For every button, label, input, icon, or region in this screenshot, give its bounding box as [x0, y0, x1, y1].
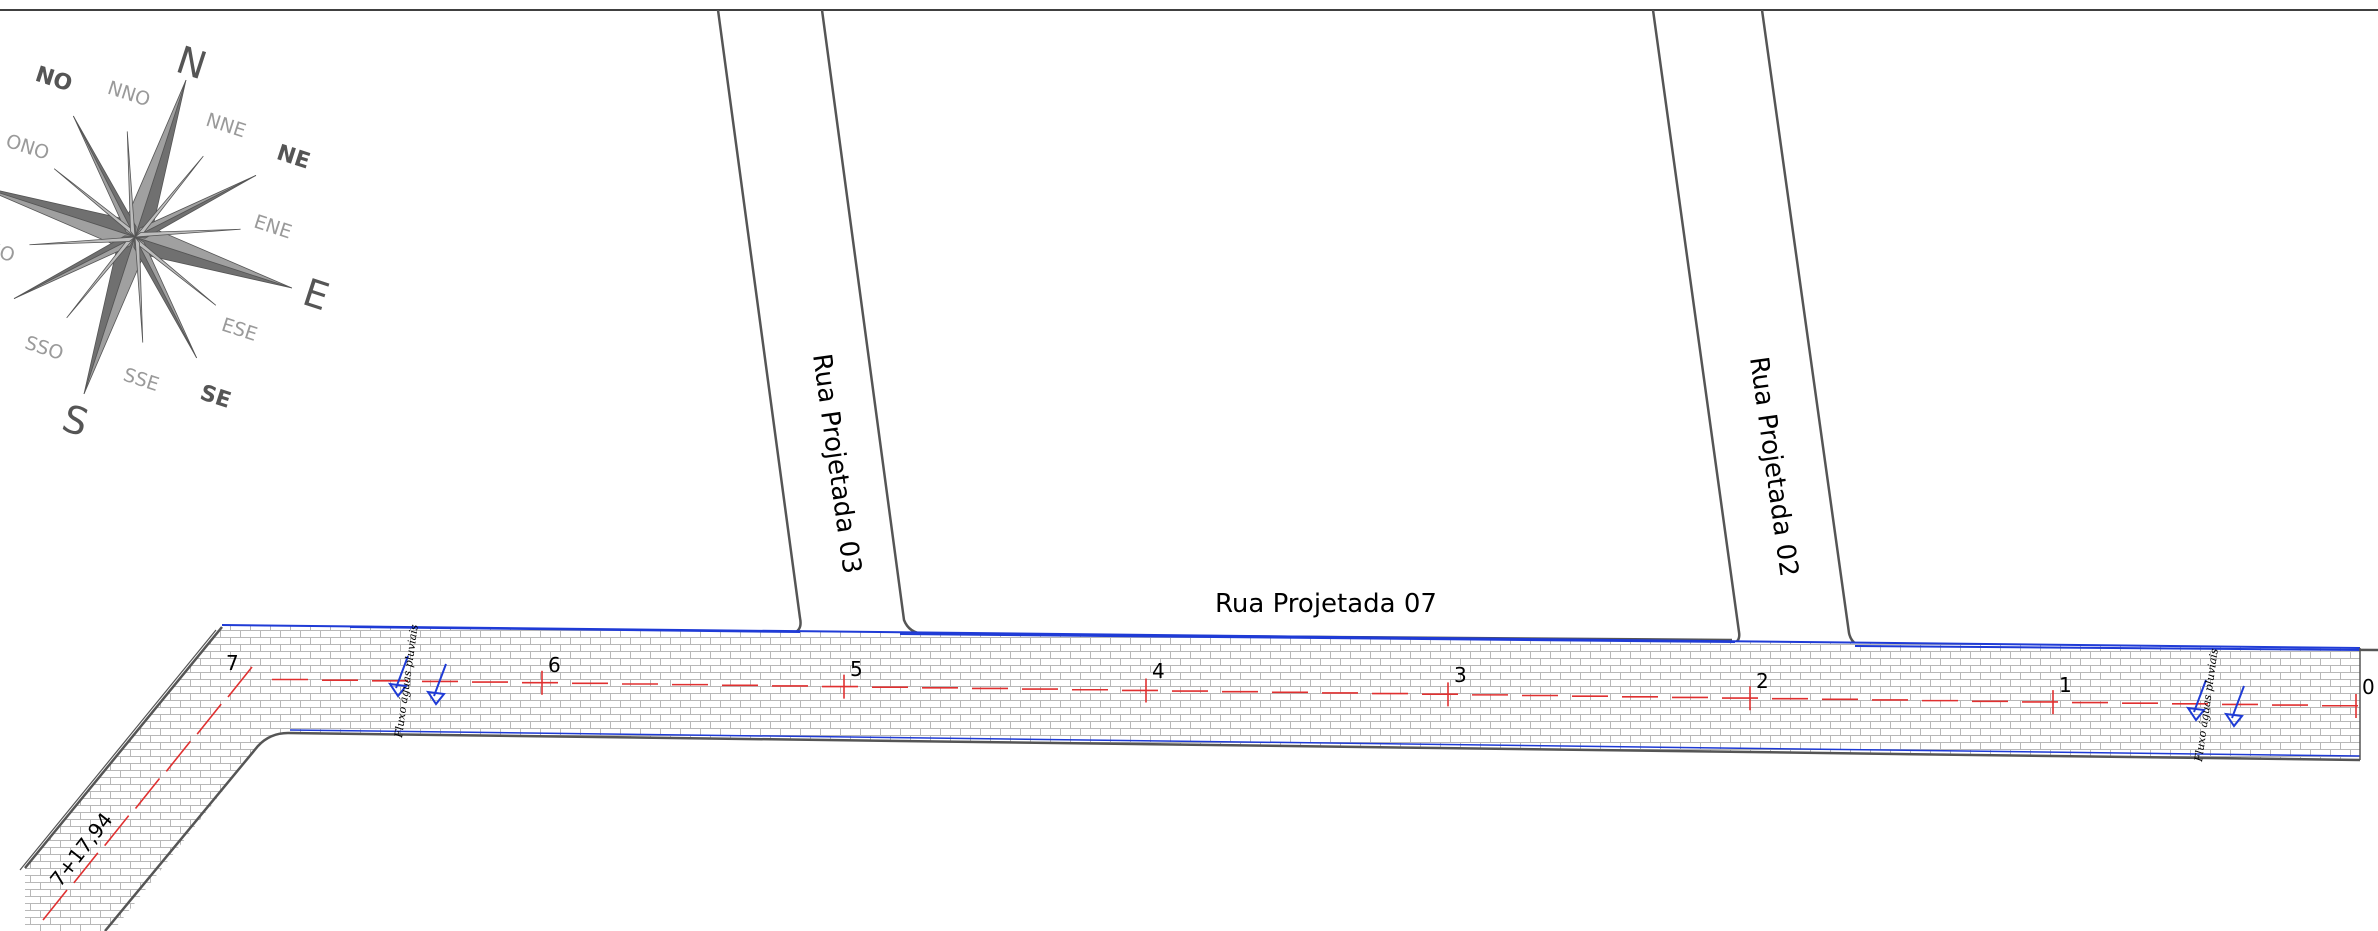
- station-label-7: 7: [226, 651, 239, 675]
- station-label-2: 2: [1756, 669, 1769, 693]
- drainage-arrows-left: [387, 655, 447, 706]
- drainage-arrows-right: [2185, 679, 2245, 728]
- cross-street-02: [1651, 10, 2378, 652]
- compass-rose: N E S O NE SE NO NNO NNE ENE ESE SSE SSO…: [0, 38, 334, 446]
- compass-label-nno: NNO: [105, 77, 153, 111]
- compass-label-sse: SSE: [121, 364, 162, 396]
- compass-label-ene: ENE: [251, 211, 294, 244]
- station-label-3: 3: [1454, 663, 1467, 687]
- station-label-0: 0: [2362, 675, 2375, 699]
- main-road-paving: [25, 625, 2360, 931]
- axis-dash: [134, 778, 161, 809]
- compass-label-ne: NE: [274, 140, 314, 174]
- compass-label-s: S: [57, 396, 94, 445]
- station-label-6: 6: [548, 653, 561, 677]
- axis-dash: [104, 815, 130, 847]
- station-ticks: [541, 670, 2357, 718]
- compass-label-nne: NNE: [203, 109, 248, 142]
- street-label-03: Rua Projetada 03: [806, 352, 867, 576]
- compass-star: [0, 79, 293, 395]
- street-label-02: Rua Projetada 02: [1743, 355, 1804, 579]
- axis-dash: [165, 740, 191, 772]
- station-label-4: 4: [1152, 659, 1165, 683]
- street-label-main: Rua Projetada 07: [1215, 589, 1437, 619]
- compass-label-sso: SSO: [22, 332, 66, 365]
- compass-label-no: NO: [32, 62, 75, 97]
- main-road-edges: [19, 624, 2361, 931]
- compass-label-n: N: [171, 38, 212, 89]
- compass-label-ono: ONO: [3, 130, 52, 165]
- compass-label-ese: ESE: [219, 314, 260, 346]
- axis-dash: [73, 852, 99, 884]
- axis-dash: [42, 889, 68, 921]
- compass-label-e: E: [298, 270, 334, 319]
- axis-dash: [227, 666, 253, 698]
- station-label-1: 1: [2059, 673, 2072, 697]
- compass-label-se: SE: [197, 381, 234, 414]
- cross-street-03: [359, 10, 1733, 642]
- axis-dash: [196, 703, 222, 735]
- road-axis-marks: [42, 666, 2358, 921]
- station-label-5: 5: [850, 657, 863, 681]
- compass-labels: N E S O NE SE NO NNO NNE ENE ESE SSE SSO…: [0, 38, 334, 446]
- compass-label-oso: OSO: [0, 233, 17, 267]
